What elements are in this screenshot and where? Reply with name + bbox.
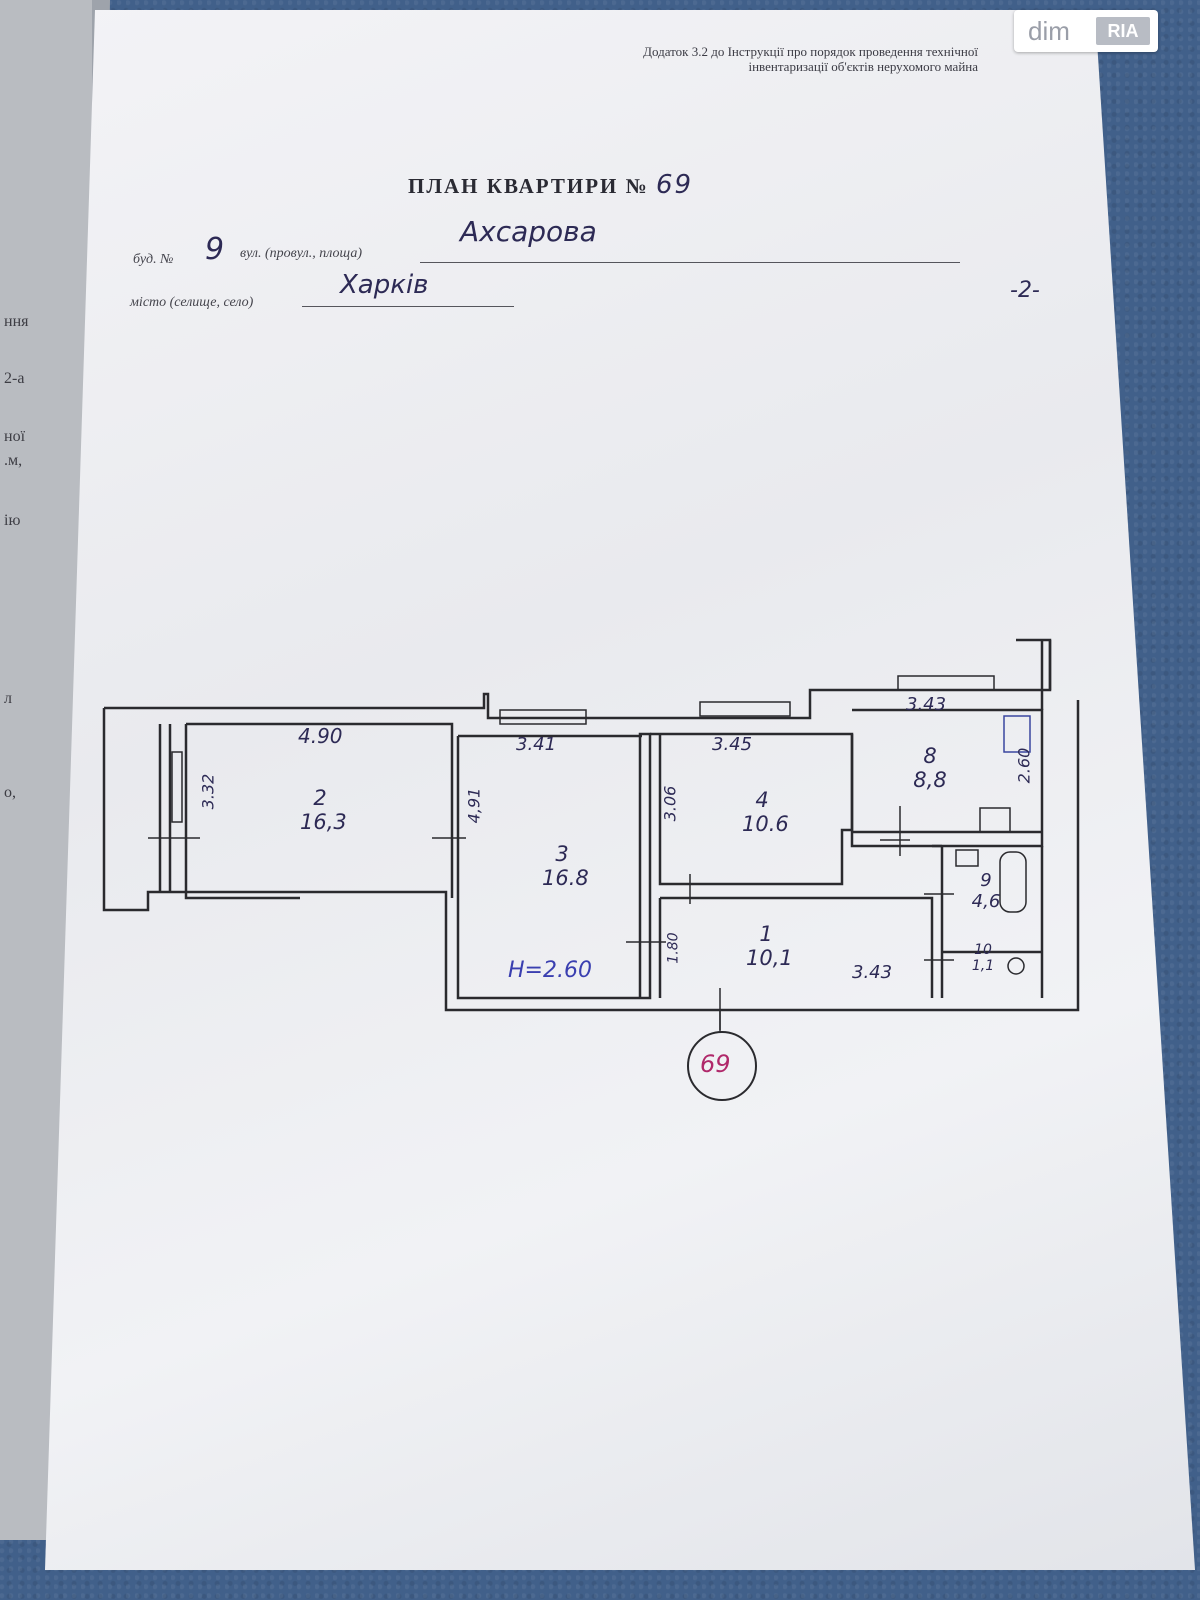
- dimension-label: 3.43: [852, 962, 893, 983]
- street-label: вул. (провул., площа): [240, 246, 363, 261]
- toilet-icon: [1007, 957, 1025, 975]
- header-note: Додаток 3.2 до Інструкції про порядок пр…: [643, 44, 978, 74]
- left-fragment: ної: [4, 428, 26, 445]
- walls: [102, 638, 1080, 1012]
- door-marks: [148, 806, 954, 1030]
- stove-icon: [979, 807, 1011, 833]
- windows: [171, 675, 995, 823]
- dimension-label: 4.90: [298, 724, 343, 748]
- dimension-label: 2.60: [1014, 747, 1034, 784]
- window: [699, 701, 791, 717]
- document-sheet: [45, 10, 1195, 1570]
- room-label: 8 8,8: [913, 744, 947, 792]
- left-fragment: л: [4, 690, 12, 707]
- left-fragment: ння: [4, 313, 29, 330]
- dimension-label: 3.32: [198, 773, 218, 810]
- dimension-label: 1.80: [665, 932, 682, 964]
- city-label: місто (селище, село): [130, 295, 254, 310]
- logo-dim-text: dim: [1028, 16, 1070, 46]
- room-label: 4 10.6: [742, 788, 789, 836]
- street-value: Ахсарова: [460, 215, 597, 248]
- dimension-label: 3.41: [516, 734, 557, 755]
- sink-icon: [955, 849, 979, 867]
- left-fragment: 2-а: [4, 370, 25, 387]
- room-label: 10 1,1: [971, 942, 995, 974]
- apartment-circle: [687, 1010, 757, 1101]
- page-mark: -2-: [1010, 278, 1040, 303]
- ceiling-height: H=2.60: [508, 958, 592, 983]
- page-title: ПЛАН КВАРТИРИ № 69: [408, 170, 694, 200]
- dimria-logo[interactable]: dim RIA: [1014, 10, 1158, 52]
- window: [499, 709, 587, 725]
- room-label: 2 16,3: [300, 786, 347, 834]
- bathtub-icon: [999, 851, 1027, 913]
- apartment-circle-number: 69: [700, 1050, 731, 1078]
- building-label: буд. №: [133, 252, 174, 267]
- window: [171, 751, 183, 823]
- dimension-label: 3.45: [712, 734, 753, 755]
- heater-icon: [1003, 715, 1031, 753]
- fixtures: [955, 715, 1031, 975]
- left-fragment: ію: [4, 512, 21, 529]
- logo-ria-badge: RIA: [1096, 17, 1150, 45]
- dimension-label: 3.06: [660, 785, 680, 822]
- room-label: 1 10,1: [746, 922, 793, 970]
- dimension-label: 3.43: [906, 694, 947, 715]
- apartment-number: 69: [656, 170, 694, 200]
- city-value: Харків: [340, 270, 429, 300]
- room-label: 9 4,6: [971, 870, 1001, 912]
- dimension-label: 4,91: [464, 787, 484, 824]
- left-fragment: о,: [4, 784, 16, 801]
- left-fragment: .м,: [4, 452, 23, 469]
- room-label: 3 16.8: [542, 842, 589, 890]
- building-number: 9: [205, 232, 225, 267]
- window: [897, 675, 995, 691]
